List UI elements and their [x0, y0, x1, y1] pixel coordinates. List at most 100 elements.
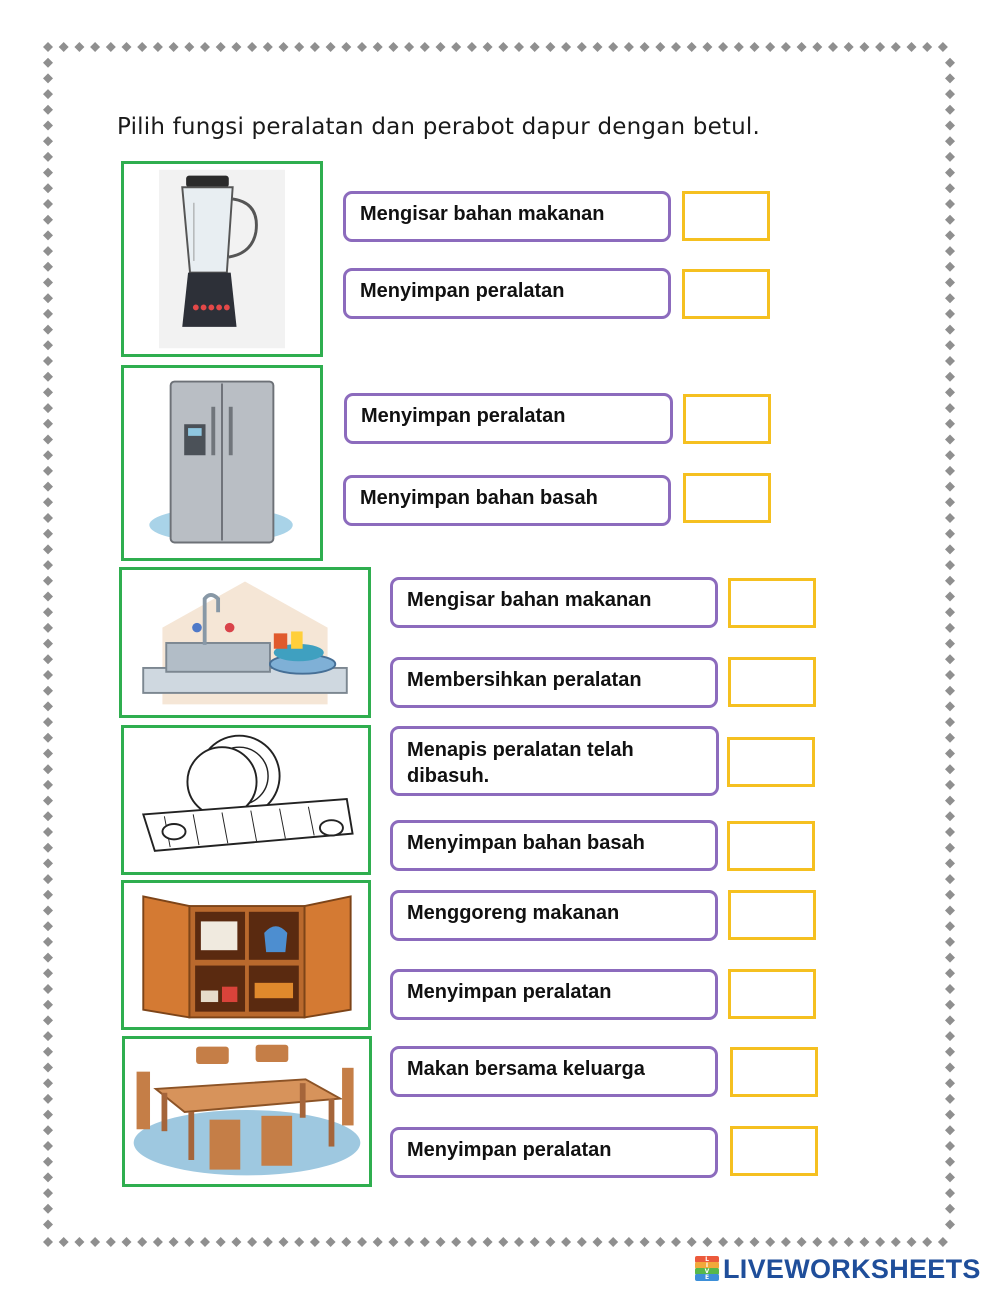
- option-q4-a[interactable]: Menapis peralatan telah dibasuh.: [390, 726, 719, 796]
- liveworksheets-logo[interactable]: L I V E LIVEWORKSHEETS: [695, 1254, 981, 1284]
- border-diamond: [43, 481, 53, 492]
- border-diamond: [357, 1237, 367, 1247]
- border-diamond: [404, 42, 415, 52]
- border-diamond: [309, 1237, 320, 1247]
- border-diamond: [43, 1031, 53, 1042]
- border-diamond: [43, 764, 53, 775]
- border-diamond: [945, 465, 955, 476]
- logo-letter-e: E: [695, 1274, 719, 1281]
- border-diamond: [466, 42, 477, 52]
- border-diamond: [168, 42, 179, 52]
- border-diamond: [43, 670, 53, 680]
- option-q2-b[interactable]: Menyimpan bahan basah: [343, 475, 671, 526]
- border-diamond: [43, 717, 53, 728]
- answer-box-q2-b[interactable]: [683, 473, 771, 523]
- border-diamond: [945, 889, 955, 900]
- option-q1-b[interactable]: Menyimpan peralatan: [343, 268, 671, 319]
- border-diamond: [43, 607, 53, 618]
- option-q5-b[interactable]: Menyimpan peralatan: [390, 969, 718, 1020]
- border-diamond: [137, 42, 148, 52]
- border-diamond: [875, 1237, 886, 1247]
- option-q5-a[interactable]: Menggoreng makanan: [390, 890, 718, 941]
- border-diamond: [262, 1237, 273, 1247]
- border-diamond: [43, 230, 53, 241]
- border-diamond: [43, 324, 53, 335]
- border-diamond: [43, 214, 53, 225]
- border-diamond: [388, 1237, 399, 1247]
- border-diamond: [200, 1237, 210, 1247]
- answer-box-q2-a[interactable]: [683, 394, 771, 444]
- border-diamond: [765, 1237, 776, 1247]
- border-diamond: [43, 638, 53, 649]
- option-q3-a[interactable]: Mengisar bahan makanan: [390, 577, 718, 628]
- border-diamond: [278, 1237, 289, 1247]
- answer-box-q3-a[interactable]: [728, 578, 816, 628]
- border-diamond: [43, 1093, 53, 1104]
- border-diamond: [945, 183, 955, 194]
- option-q1-a[interactable]: Mengisar bahan makanan: [343, 191, 671, 242]
- option-q3-b[interactable]: Membersihkan peralatan: [390, 657, 718, 708]
- answer-box-q1-a[interactable]: [682, 191, 770, 241]
- border-diamond: [43, 73, 53, 84]
- border-diamond: [592, 1237, 603, 1247]
- dish-rack-image: [121, 725, 371, 875]
- border-diamond: [945, 151, 955, 162]
- border-diamond: [357, 42, 367, 52]
- border-diamond: [945, 340, 955, 351]
- answer-box-q3-b[interactable]: [728, 657, 816, 707]
- border-diamond: [43, 795, 53, 806]
- option-q6-a[interactable]: Makan bersama keluarga: [390, 1046, 718, 1097]
- answer-box-q6-b[interactable]: [730, 1126, 818, 1176]
- border-diamond: [945, 199, 955, 209]
- border-diamond: [247, 1237, 258, 1247]
- border-diamond: [43, 1109, 53, 1120]
- border-diamond: [843, 1237, 854, 1247]
- border-diamond: [702, 42, 713, 52]
- border-diamond: [482, 42, 493, 52]
- answer-box-q4-b[interactable]: [727, 821, 815, 871]
- border-diamond: [43, 293, 53, 304]
- border-diamond: [43, 183, 53, 194]
- option-q4-b[interactable]: Menyimpan bahan basah: [390, 820, 718, 871]
- border-diamond: [945, 136, 955, 147]
- border-diamond: [43, 57, 53, 68]
- dining-table-image: [122, 1036, 372, 1187]
- border-diamond: [43, 858, 53, 869]
- border-diamond: [843, 42, 854, 52]
- border-diamond: [945, 1046, 955, 1057]
- border-diamond: [43, 371, 53, 382]
- border-diamond: [749, 42, 760, 52]
- option-q4-b-label: Menyimpan bahan basah: [407, 832, 645, 854]
- answer-box-q6-a[interactable]: [730, 1047, 818, 1097]
- border-diamond: [43, 1062, 53, 1073]
- refrigerator-image: [121, 365, 323, 561]
- answer-box-q5-b[interactable]: [728, 969, 816, 1019]
- border-diamond: [152, 1237, 163, 1247]
- border-diamond: [945, 984, 955, 994]
- border-diamond: [43, 905, 53, 916]
- border-diamond: [184, 42, 195, 52]
- border-diamond: [482, 1237, 493, 1247]
- border-diamond: [498, 42, 509, 52]
- border-diamond: [702, 1237, 713, 1247]
- border-diamond: [137, 1237, 148, 1247]
- border-diamond: [576, 42, 587, 52]
- option-q6-b[interactable]: Menyimpan peralatan: [390, 1127, 718, 1178]
- brand-name: LIVEWORKSHEETS: [723, 1253, 981, 1284]
- kitchen-cabinet-image: [121, 880, 371, 1030]
- option-q4-a-label: Menapis peralatan telah dibasuh.: [407, 739, 634, 787]
- border-diamond: [945, 622, 955, 633]
- border-diamond: [498, 1237, 509, 1247]
- border-diamond: [592, 42, 603, 52]
- answer-box-q1-b[interactable]: [682, 269, 770, 319]
- border-diamond: [945, 104, 955, 115]
- answer-box-q4-a[interactable]: [727, 737, 815, 787]
- option-q2-a[interactable]: Menyimpan peralatan: [344, 393, 673, 444]
- border-diamond: [325, 1237, 336, 1247]
- answer-box-q5-a[interactable]: [728, 890, 816, 940]
- border-diamond: [749, 1237, 760, 1247]
- border-diamond: [294, 1237, 305, 1247]
- border-diamond: [404, 1237, 415, 1247]
- border-diamond: [945, 654, 955, 665]
